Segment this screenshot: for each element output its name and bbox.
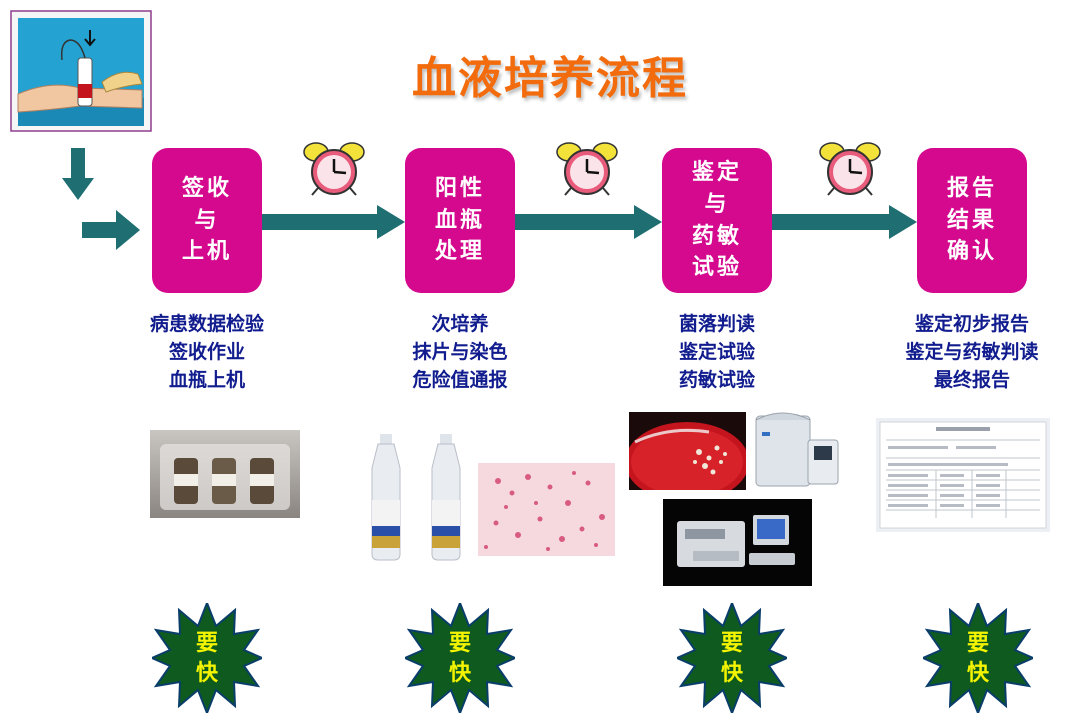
alarm-clock-icon bbox=[556, 142, 618, 196]
step-label: 签收 与 上机 bbox=[181, 174, 232, 265]
urgent-text: 要 快 bbox=[448, 630, 471, 686]
urgent-text: 要 快 bbox=[195, 630, 218, 686]
flow-arrow-icon bbox=[772, 205, 917, 239]
step-box-3: 鉴定 与 药敏 试验 bbox=[662, 148, 772, 293]
alarm-clock-icon bbox=[819, 142, 881, 196]
step-label: 阳性 血瓶 处理 bbox=[434, 174, 485, 265]
urgent-badge-4: 要 快 bbox=[920, 600, 1036, 716]
down-arrow-icon bbox=[62, 148, 94, 200]
culture-instrument-photo bbox=[750, 406, 842, 492]
step-description: 病患数据检验 签收作业 血瓶上机 bbox=[149, 313, 264, 391]
urgent-text: 要 快 bbox=[966, 630, 989, 686]
urgent-badge-3: 要 快 bbox=[674, 600, 790, 716]
step-box-4: 报告 结果 确认 bbox=[917, 148, 1027, 293]
page-title: 血液培养流程 bbox=[412, 53, 688, 104]
analyzer-photo bbox=[663, 499, 812, 586]
blood-draw-illustration bbox=[10, 10, 152, 132]
report-document-photo bbox=[876, 418, 1050, 532]
right-arrow-icon bbox=[82, 210, 140, 250]
stain-smear-photo bbox=[478, 463, 615, 556]
culture-bottles-photo bbox=[360, 428, 475, 566]
step-label: 鉴定 与 药敏 试验 bbox=[691, 158, 742, 281]
flow-arrow-icon bbox=[515, 205, 662, 239]
flow-arrow-icon bbox=[262, 205, 405, 239]
agar-plate-photo bbox=[629, 412, 746, 490]
step-box-2: 阳性 血瓶 处理 bbox=[405, 148, 515, 293]
alarm-clock-icon bbox=[303, 142, 365, 196]
step-label: 报告 结果 确认 bbox=[946, 174, 997, 265]
urgent-text: 要 快 bbox=[720, 630, 743, 686]
step-description: 次培养 抹片与染色 危险值通报 bbox=[412, 313, 508, 391]
urgent-badge-2: 要 快 bbox=[402, 600, 518, 716]
step-box-1: 签收 与 上机 bbox=[152, 148, 262, 293]
urgent-badge-1: 要 快 bbox=[149, 600, 265, 716]
step-description: 鉴定初步报告 鉴定与药敏判读 最终报告 bbox=[905, 313, 1039, 391]
step-description: 菌落判读 鉴定试验 药敏试验 bbox=[678, 313, 755, 391]
specimen-bag-photo bbox=[150, 430, 300, 518]
